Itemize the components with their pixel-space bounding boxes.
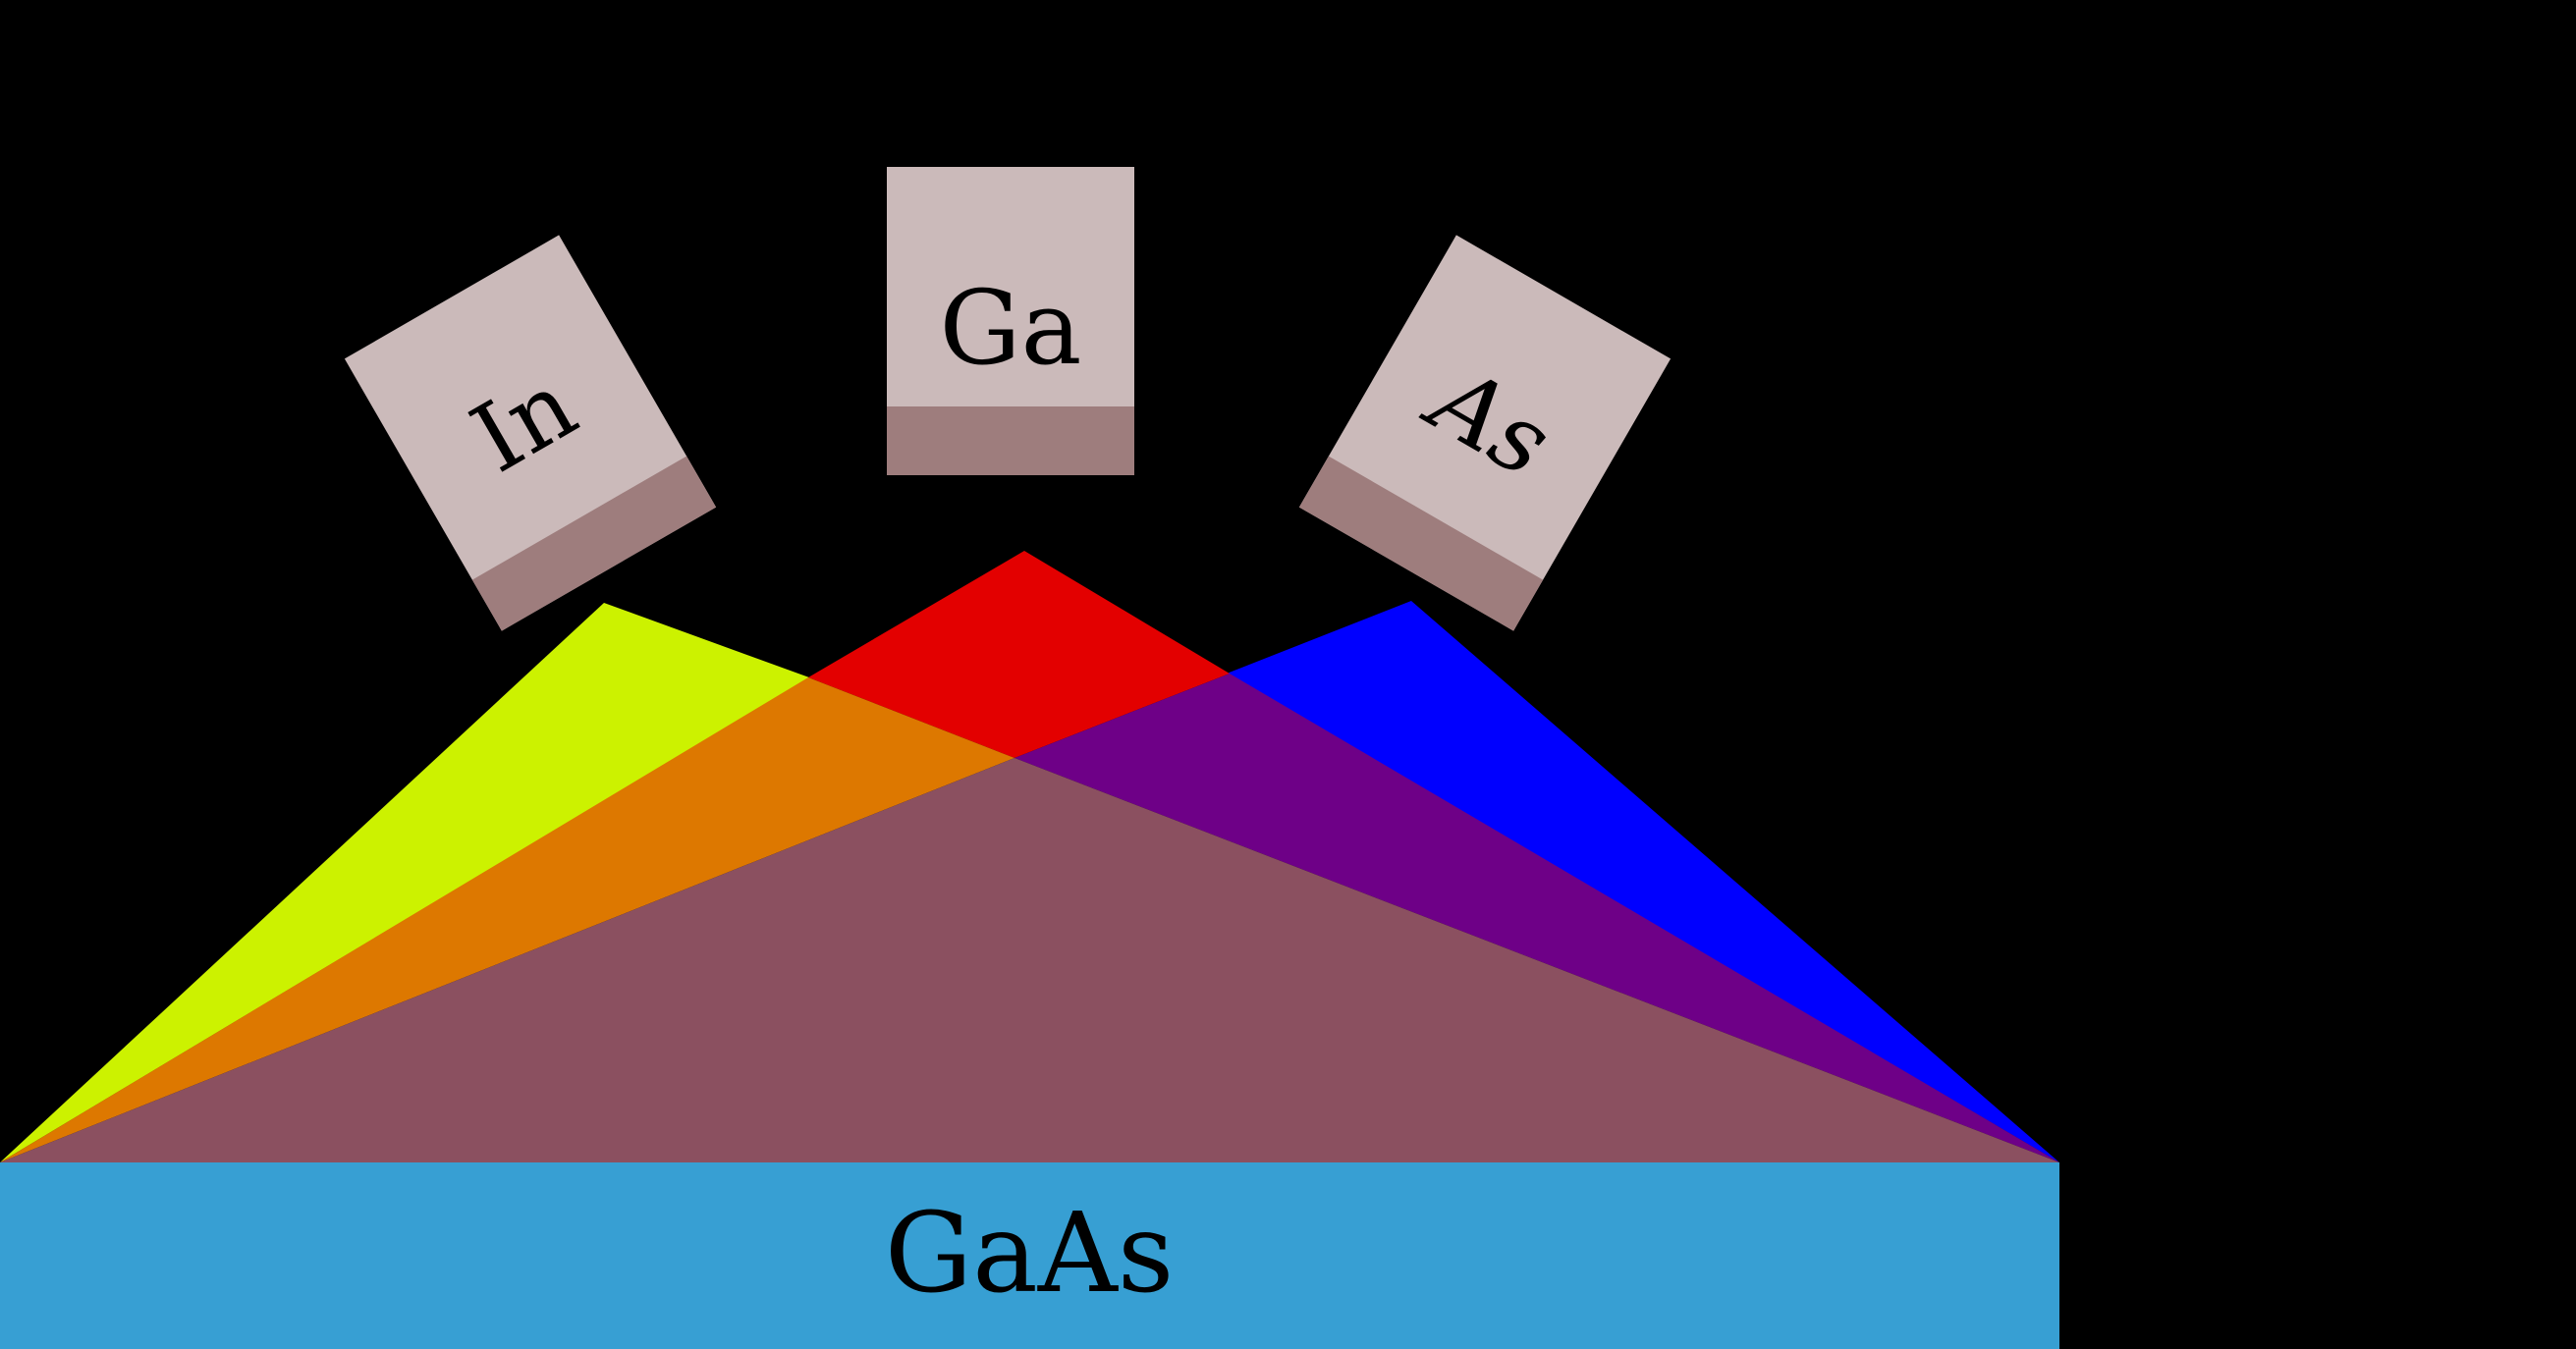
in-cell-opening [471, 456, 717, 631]
substrate-block [0, 1162, 2059, 1349]
in-ga-overlap [0, 677, 1014, 1162]
substrate: GaAs [0, 1162, 2059, 1349]
in-beam [0, 603, 809, 1162]
as-cell: As [1298, 235, 1672, 631]
ga-beam [808, 551, 1230, 758]
ga-as-overlap [1014, 674, 2059, 1162]
as-cell-opening [1298, 456, 1544, 631]
all-beams-overlap [0, 758, 2059, 1162]
ga-cell-opening [887, 406, 1134, 475]
as-beam [1227, 601, 2059, 1162]
ga-cell: Ga [887, 167, 1134, 475]
beams [0, 551, 2059, 1162]
substrate-label: GaAs [885, 1190, 1175, 1318]
in-cell: In [344, 235, 717, 631]
ga-cell-label: Ga [939, 268, 1081, 388]
